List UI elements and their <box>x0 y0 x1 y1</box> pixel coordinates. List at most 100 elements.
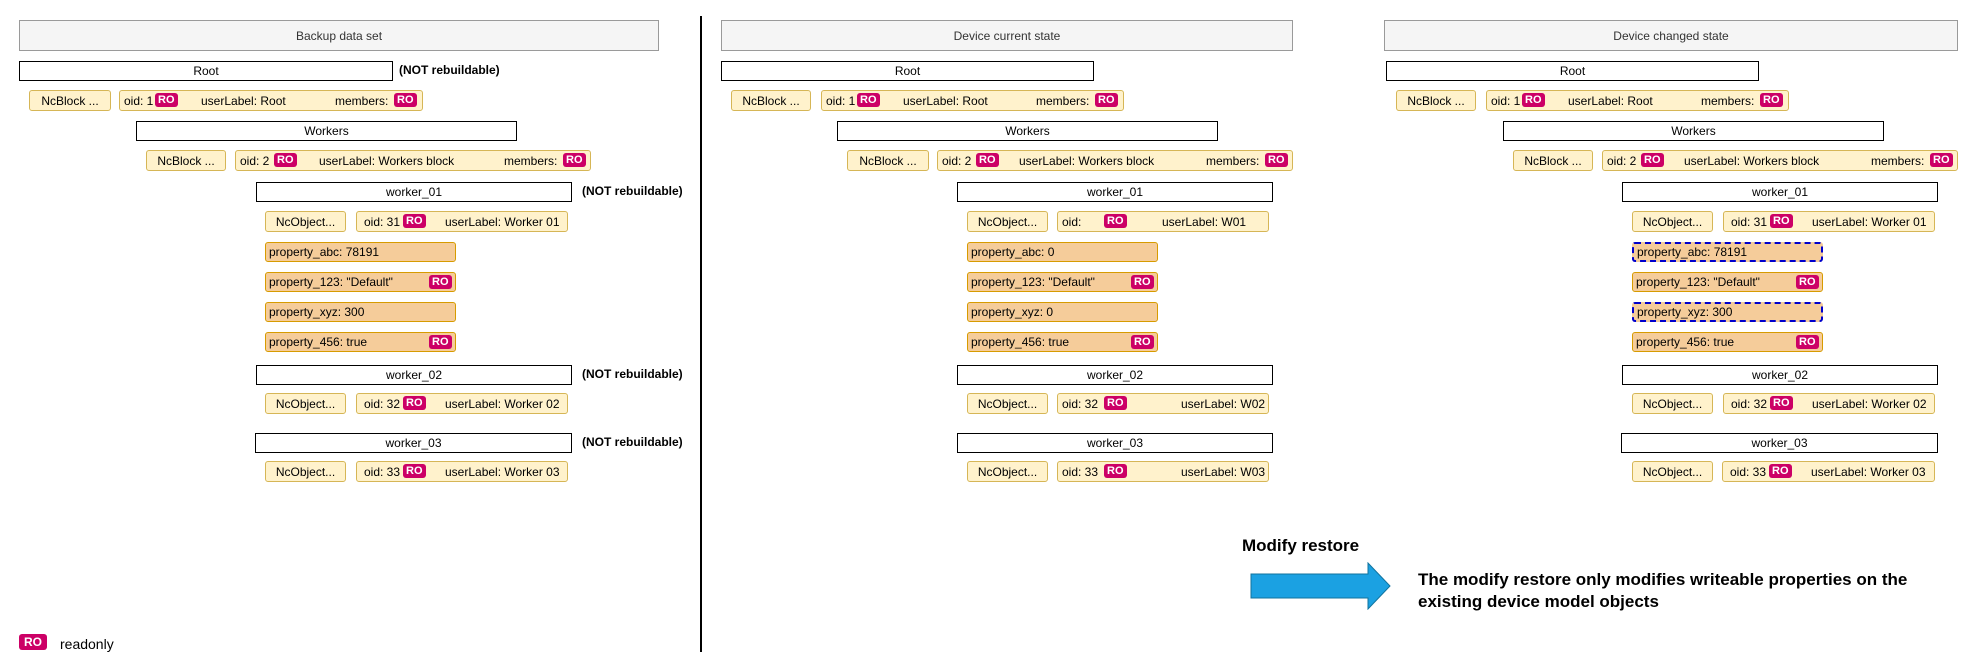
object-info: oid: 31 RO userLabel: Worker 01 <box>356 211 568 232</box>
workers-block-object: Workers <box>1503 121 1884 141</box>
oid-label: oid: 33 <box>364 465 401 479</box>
not-rebuildable-note: (NOT rebuildable) <box>582 184 683 198</box>
oid-label: oid: 1 <box>826 94 856 108</box>
class-label: NcBlock ... <box>1396 90 1476 111</box>
property-abc-changed: property_abc: 78191 <box>1632 242 1823 262</box>
readonly-badge: RO <box>403 464 426 478</box>
not-rebuildable-note: (NOT rebuildable) <box>582 435 683 449</box>
root-object: Root <box>1386 61 1759 81</box>
not-rebuildable-note: (NOT rebuildable) <box>582 367 683 381</box>
object-info: oid: 31 RO userLabel: Worker 01 <box>1723 211 1935 232</box>
class-label: NcBlock ... <box>1513 150 1593 171</box>
readonly-badge: RO <box>1641 153 1664 167</box>
class-label: NcBlock ... <box>731 90 811 111</box>
oid-label: oid: 1 <box>1491 94 1521 108</box>
members-label: members: <box>1871 154 1925 168</box>
worker-03-object: worker_03 <box>255 433 572 453</box>
readonly-badge: RO <box>1930 153 1953 167</box>
root-object: Root <box>19 61 393 81</box>
readonly-badge: RO <box>1770 396 1793 410</box>
class-label: NcObject... <box>265 393 346 414</box>
property-xyz-changed: property_xyz: 300 <box>1632 302 1823 322</box>
readonly-badge: RO <box>403 396 426 410</box>
object-info: oid: 1 RO userLabel: Root members: RO <box>1486 90 1789 111</box>
readonly-badge: RO <box>1095 93 1118 107</box>
user-label: userLabel: Workers block <box>319 154 455 168</box>
members-label: members: <box>1206 154 1260 168</box>
object-info: oid: 32 RO userLabel: Worker 02 <box>356 393 568 414</box>
class-label: NcObject... <box>967 461 1048 482</box>
class-label: NcObject... <box>1632 393 1713 414</box>
property-123: property_123: "Default"RO <box>1632 272 1823 292</box>
readonly-badge: RO <box>976 153 999 167</box>
readonly-badge: RO <box>563 153 586 167</box>
property-abc: property_abc: 0 <box>967 242 1158 262</box>
legend-readonly-text: readonly <box>60 636 114 652</box>
object-info: oid: RO userLabel: W01 <box>1057 211 1269 232</box>
readonly-badge: RO <box>857 93 880 107</box>
worker-03-object: worker_03 <box>957 433 1273 453</box>
object-info: oid: 2 RO userLabel: Workers block membe… <box>1602 150 1958 171</box>
worker-02-object: worker_02 <box>256 365 572 385</box>
property-text: property_abc: 78191 <box>1637 245 1748 259</box>
readonly-badge: RO <box>1265 153 1288 167</box>
panel-title: Device changed state <box>1384 20 1958 51</box>
panel-title: Device current state <box>721 20 1293 51</box>
readonly-badge: RO <box>1104 396 1127 410</box>
worker-03-object: worker_03 <box>1621 433 1938 453</box>
readonly-badge: RO <box>1104 464 1127 478</box>
property-text: property_456: true <box>971 335 1070 349</box>
oid-label: oid: 32 <box>1062 397 1099 411</box>
oid-label: oid: <box>1062 215 1082 229</box>
worker-02-object: worker_02 <box>957 365 1273 385</box>
legend-readonly-badge: RO <box>19 634 47 650</box>
worker-02-object: worker_02 <box>1622 365 1938 385</box>
property-text: property_123: "Default" <box>269 275 393 289</box>
readonly-badge: RO <box>1770 214 1793 228</box>
object-info: oid: 33 RO userLabel: Worker 03 <box>356 461 568 482</box>
object-info: oid: 32 RO userLabel: Worker 02 <box>1723 393 1935 414</box>
oid-label: oid: 2 <box>240 154 270 168</box>
object-info: oid: 2 RO userLabel: Workers block membe… <box>235 150 591 171</box>
readonly-badge: RO <box>429 275 452 289</box>
oid-label: oid: 32 <box>1731 397 1768 411</box>
user-label: userLabel: W03 <box>1181 465 1266 479</box>
user-label: userLabel: W02 <box>1181 397 1266 411</box>
user-label: userLabel: Worker 01 <box>1812 215 1927 229</box>
user-label: userLabel: Root <box>201 94 286 108</box>
object-info: oid: 33 RO userLabel: W03 <box>1057 461 1269 482</box>
readonly-badge: RO <box>1769 464 1792 478</box>
class-label: NcBlock ... <box>29 90 111 111</box>
worker-01-object: worker_01 <box>256 182 572 202</box>
panel-title: Backup data set <box>19 20 659 51</box>
object-info: oid: 33 RO userLabel: Worker 03 <box>1722 461 1935 482</box>
property-text: property_abc: 0 <box>971 245 1055 259</box>
property-text: property_xyz: 300 <box>269 305 365 319</box>
user-label: userLabel: Worker 02 <box>445 397 560 411</box>
readonly-badge: RO <box>1104 214 1127 228</box>
worker-01-object: worker_01 <box>1622 182 1938 202</box>
workers-block-object: Workers <box>837 121 1218 141</box>
property-text: property_abc: 78191 <box>269 245 380 259</box>
property-text: property_xyz: 0 <box>971 305 1054 319</box>
oid-label: oid: 2 <box>942 154 972 168</box>
readonly-badge: RO <box>1131 275 1154 289</box>
user-label: userLabel: W01 <box>1162 215 1247 229</box>
class-label: NcObject... <box>967 393 1048 414</box>
members-label: members: <box>1701 94 1755 108</box>
property-text: property_xyz: 300 <box>1637 305 1733 319</box>
readonly-badge: RO <box>155 93 178 107</box>
members-label: members: <box>504 154 558 168</box>
class-label: NcObject... <box>1632 211 1713 232</box>
property-xyz: property_xyz: 300 <box>265 302 456 322</box>
object-info: oid: 1 RO userLabel: Root members: RO <box>119 90 423 111</box>
object-info: oid: 2 RO userLabel: Workers block membe… <box>937 150 1293 171</box>
user-label: userLabel: Worker 03 <box>445 465 560 479</box>
oid-label: oid: 33 <box>1062 465 1099 479</box>
property-abc: property_abc: 78191 <box>265 242 456 262</box>
property-text: property_456: true <box>269 335 368 349</box>
oid-label: oid: 31 <box>364 215 401 229</box>
